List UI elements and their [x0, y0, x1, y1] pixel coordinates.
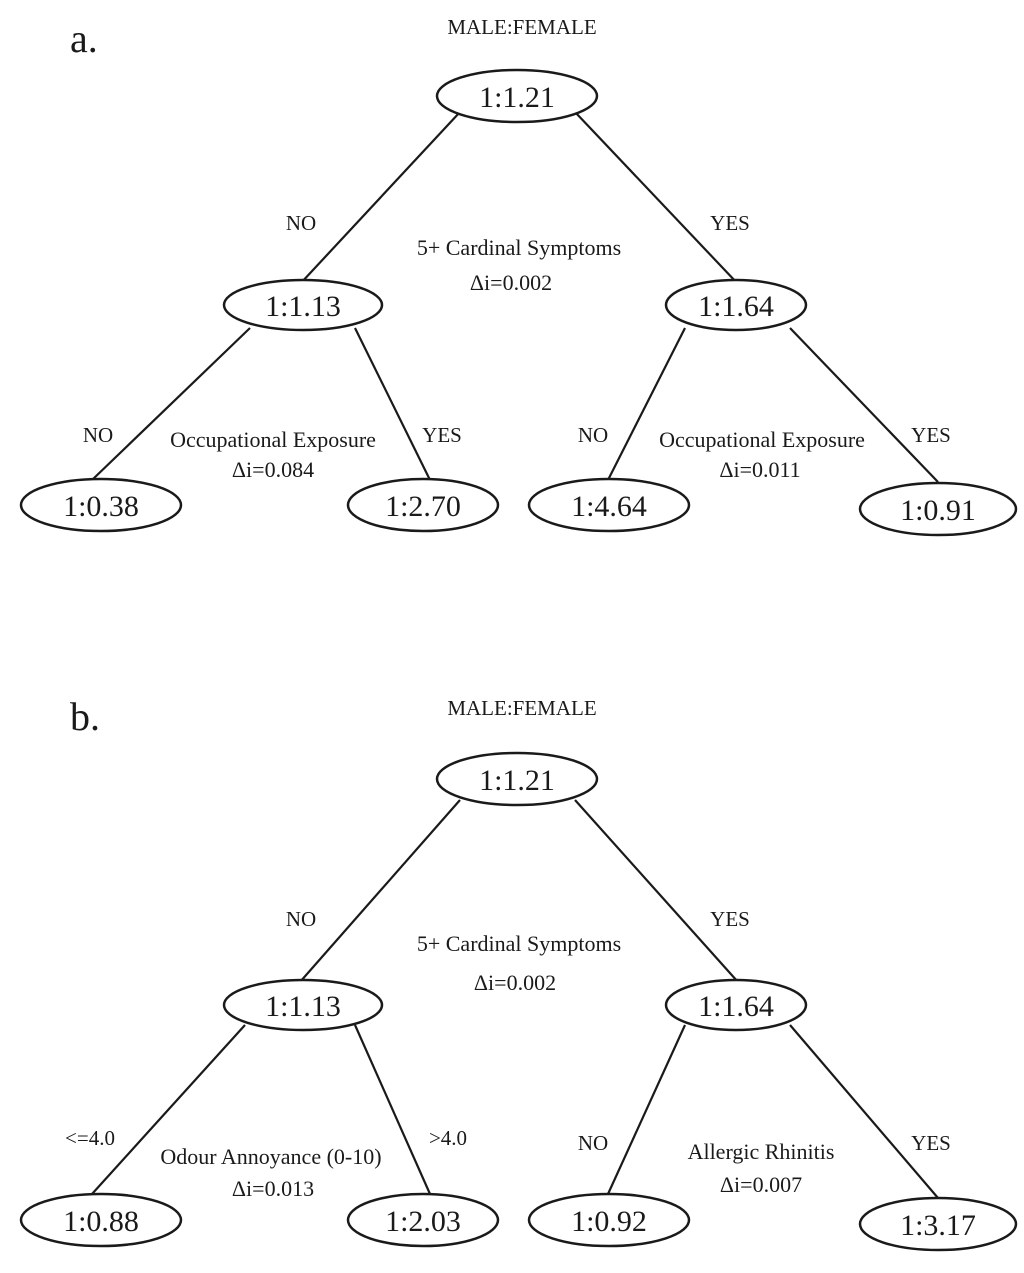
panel-a-split-right-delta: Δi=0.011: [719, 457, 800, 482]
panel-b-split-root-name: 5+ Cardinal Symptoms: [417, 931, 621, 956]
panel-b-edge-label-right-leftleaf: NO: [578, 1131, 608, 1155]
panel-a-node-leaf-4-label: 1:0.91: [900, 494, 976, 527]
panel-b-edge-label-left-leftleaf: <=4.0: [65, 1126, 115, 1150]
panel-b-edge-right-leftleaf: [606, 1024, 687, 1195]
panel-b-header: MALE:FEMALE: [447, 696, 596, 720]
panel-b-edge-left-rightleaf: [353, 1024, 432, 1195]
panel-a-edge-root-left: [299, 111, 461, 285]
panel-a-edge-left-leftleaf: [91, 327, 251, 481]
panel-b-edge-root-right: [574, 799, 739, 983]
panel-b-node-right-label: 1:1.64: [698, 990, 774, 1023]
panel-a-split-root-name: 5+ Cardinal Symptoms: [417, 235, 621, 260]
panel-a-node-leaf-1-label: 1:0.38: [63, 490, 139, 523]
panel-a-letter: a.: [70, 16, 98, 61]
panel-a-split-left-delta: Δi=0.084: [232, 457, 314, 482]
panel-b-node-left: 1:1.13: [222, 978, 384, 1032]
panel-a-edge-label-right-rightleaf: YES: [911, 423, 951, 447]
panel-a-node-leaf-2-label: 1:2.70: [385, 490, 461, 523]
panel-a-node-left: 1:1.13: [222, 278, 384, 332]
panel-b-node-root-label: 1:1.21: [479, 764, 555, 797]
panel-a-edge-root-right: [574, 111, 739, 285]
panel-a-node-leaf-4: 1:0.91: [858, 481, 1018, 537]
panel-a-node-right: 1:1.64: [664, 278, 808, 332]
panel-b-edge-right-rightleaf: [789, 1024, 939, 1199]
panel-b-edge-label-root-right: YES: [710, 907, 750, 931]
panel-b-split-left-name: Odour Annoyance (0-10): [160, 1144, 381, 1169]
panel-b-node-leaf-4-label: 1:3.17: [900, 1209, 976, 1242]
panel-a: a. MALE:FEMALE 1:1.21 1:1.13 1:1.64 1:0.…: [19, 15, 1018, 537]
panel-a-edge-left-rightleaf: [354, 327, 431, 481]
panel-b-split-left-delta: Δi=0.013: [232, 1176, 314, 1201]
panel-a-split-left-name: Occupational Exposure: [170, 427, 376, 452]
panel-b: b. MALE:FEMALE 1:1.21 1:1.13 1:1.64 1:0.…: [19, 694, 1018, 1252]
panel-b-node-root: 1:1.21: [435, 751, 599, 807]
panel-b-node-leaf-1-label: 1:0.88: [63, 1205, 139, 1238]
panel-a-edge-label-root-right: YES: [710, 211, 750, 235]
panel-b-edge-label-right-rightleaf: YES: [911, 1131, 951, 1155]
panel-a-edge-right-rightleaf: [789, 327, 939, 483]
panel-a-node-left-label: 1:1.13: [265, 290, 341, 323]
panel-b-node-leaf-3: 1:0.92: [527, 1192, 691, 1248]
panel-a-edge-label-root-left: NO: [286, 211, 316, 235]
panel-a-split-root-delta: Δi=0.002: [470, 270, 552, 295]
panel-a-split-right-name: Occupational Exposure: [659, 427, 865, 452]
panel-a-edge-right-leftleaf: [607, 327, 686, 481]
panel-a-node-leaf-2: 1:2.70: [346, 477, 500, 533]
panel-b-node-leaf-2-label: 1:2.03: [385, 1205, 461, 1238]
panel-a-node-leaf-3-label: 1:4.64: [571, 490, 647, 523]
panel-a-node-root-label: 1:1.21: [479, 81, 555, 114]
panel-a-header: MALE:FEMALE: [447, 15, 596, 39]
panel-b-node-leaf-2: 1:2.03: [346, 1192, 500, 1248]
panel-b-node-leaf-3-label: 1:0.92: [571, 1205, 647, 1238]
panel-a-edge-label-left-rightleaf: YES: [422, 423, 462, 447]
panel-b-node-leaf-4: 1:3.17: [858, 1196, 1018, 1252]
panel-b-letter: b.: [70, 694, 100, 739]
panel-b-split-right-delta: Δi=0.007: [720, 1172, 802, 1197]
panel-b-node-leaf-1: 1:0.88: [19, 1192, 183, 1248]
panel-a-edge-label-left-leftleaf: NO: [83, 423, 113, 447]
panel-a-node-right-label: 1:1.64: [698, 290, 774, 323]
panel-b-split-right-name: Allergic Rhinitis: [688, 1139, 835, 1164]
panel-a-node-root: 1:1.21: [435, 68, 599, 124]
panel-a-edge-label-right-leftleaf: NO: [578, 423, 608, 447]
panel-b-edge-root-left: [299, 799, 461, 983]
panel-b-edge-left-leftleaf: [91, 1024, 246, 1195]
panel-b-node-right: 1:1.64: [664, 978, 808, 1032]
panel-b-edge-label-left-rightleaf: >4.0: [429, 1126, 467, 1150]
panel-b-edge-label-root-left: NO: [286, 907, 316, 931]
panel-a-node-leaf-1: 1:0.38: [19, 477, 183, 533]
panel-b-node-left-label: 1:1.13: [265, 990, 341, 1023]
panel-b-split-root-delta: Δi=0.002: [474, 970, 556, 995]
panel-a-node-leaf-3: 1:4.64: [527, 477, 691, 533]
